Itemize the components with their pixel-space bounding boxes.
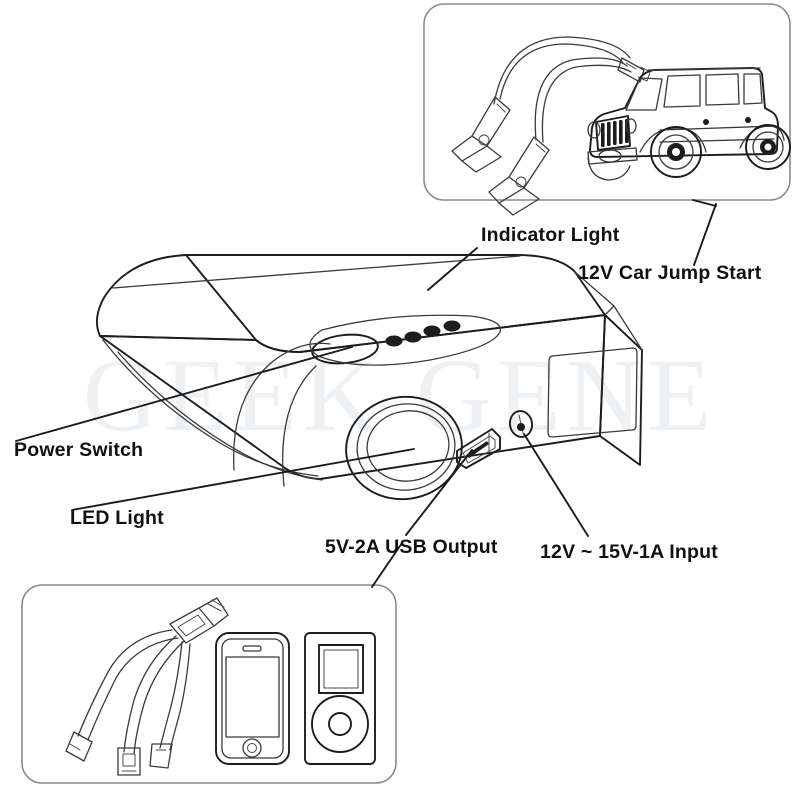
alligator-clamp-cables [451, 36, 651, 216]
leader-car-jump-start [693, 203, 717, 266]
inset-connector-lines [371, 199, 717, 588]
phone-home-button[interactable] [242, 738, 262, 758]
label-usb-output: 5V-2A USB Output [325, 536, 498, 558]
watermark-text: GEEK GENE [83, 338, 718, 453]
jump-start-port[interactable] [547, 347, 638, 438]
label-power-switch: Power Switch [14, 439, 143, 461]
led-flashlight-lens [345, 395, 463, 501]
dc-input-jack[interactable] [508, 409, 534, 438]
wheel [745, 124, 791, 170]
media-player [304, 632, 376, 765]
usb-multi-cable [65, 597, 229, 776]
watermark: GEEK GENE [83, 338, 718, 453]
indicator-led-dots [385, 320, 461, 347]
callout-labels: Indicator Light 12V Car Jump Start Power… [14, 224, 762, 563]
usb-output-port[interactable] [456, 428, 501, 469]
callout-leaders [15, 203, 717, 537]
inset-frame [423, 3, 791, 201]
leader-indicator-light [427, 247, 478, 291]
player-screen [318, 644, 364, 694]
jump-start-inset [423, 3, 791, 216]
leader-power-switch [15, 346, 353, 442]
suv-vehicle [587, 67, 791, 181]
power-bank-device [96, 254, 643, 501]
label-car-jump-start: 12V Car Jump Start [578, 262, 762, 284]
alligator-clamp [451, 96, 511, 173]
player-center-button[interactable] [328, 712, 352, 736]
wheel [650, 126, 702, 178]
usb-charging-inset [21, 584, 397, 784]
label-indicator-light: Indicator Light [481, 224, 620, 246]
alligator-clamp [488, 136, 550, 216]
smartphone [215, 632, 290, 765]
label-led-light: LED Light [70, 507, 164, 529]
leader-led-light [71, 448, 415, 511]
connector-line-usb-charging [371, 542, 403, 588]
leader-usb-output [405, 449, 473, 536]
phone-screen [225, 656, 280, 738]
leader-dc-input [523, 433, 589, 537]
inset-frame [21, 584, 397, 784]
label-dc-input: 12V ~ 15V-1A Input [540, 541, 718, 563]
connector-line-jump-start [692, 199, 717, 207]
player-click-wheel[interactable] [311, 695, 369, 753]
